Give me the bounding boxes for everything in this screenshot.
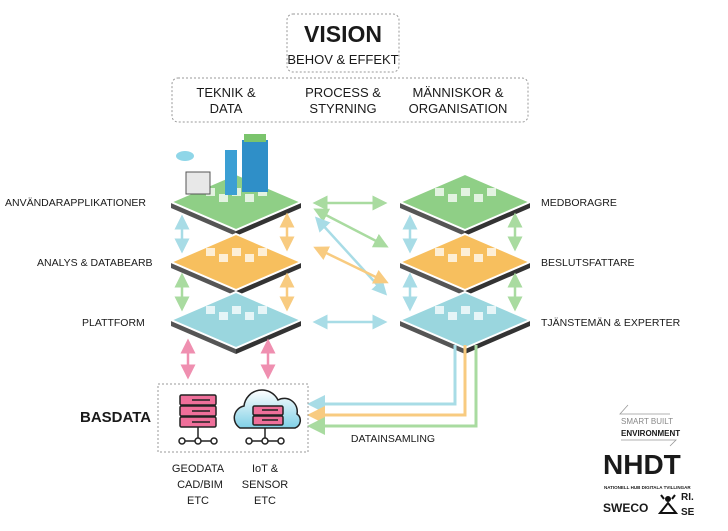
source-geodata-line3: ETC	[187, 495, 209, 507]
column-teknik-line2: DATA	[210, 101, 243, 116]
cloud-server-icon	[233, 389, 301, 445]
column-manniskor-line1: MÄNNISKOR &	[412, 85, 503, 100]
city-buildings-illustration	[176, 134, 268, 195]
nhdt-text: NHDT	[603, 449, 681, 480]
source-iot-line3: ETC	[254, 495, 276, 507]
column-process-line1: PROCESS &	[305, 85, 381, 100]
rise-logo: RI. SE	[657, 492, 695, 518]
vision-title: VISION	[304, 21, 382, 47]
source-geodata-line1: GEODATA	[172, 463, 225, 475]
rise-text-2: SE	[681, 507, 695, 518]
tile-tjanstemän	[397, 290, 533, 354]
platform-basdata-arrows	[180, 338, 276, 380]
tile-medborgare	[397, 172, 533, 236]
columns-box: TEKNIK & DATA PROCESS & STYRNING MÄNNISK…	[171, 77, 529, 123]
source-geodata-line2: CAD/BIM	[177, 479, 223, 491]
label-analys: ANALYS & DATABEARB	[37, 257, 153, 269]
layer-arrows	[174, 212, 523, 312]
tile-plattform	[168, 290, 304, 354]
tile-beslutsfattare	[397, 232, 533, 296]
column-teknik-line1: TEKNIK &	[196, 85, 256, 100]
cross-arrows	[312, 195, 389, 330]
datainsamling-lines	[307, 345, 478, 435]
nhdt-subtitle: NATIONELL HUB DIGITALA TVILLINGAR	[604, 485, 691, 490]
source-iot-line2: SENSOR	[242, 479, 289, 491]
column-manniskor-line2: ORGANISATION	[409, 101, 508, 116]
datainsamling-label: DATAINSAMLING	[351, 433, 435, 445]
label-anvandarapplikationer: ANVÄNDARAPPLIKATIONER	[5, 197, 146, 209]
label-medborgare: MEDBORAGRE	[541, 197, 617, 209]
rise-text-1: RI.	[681, 492, 694, 503]
vision-subtitle: BEHOV & EFFEKT	[287, 52, 398, 67]
server-icon	[178, 394, 218, 445]
basdata-label: BASDATA	[80, 409, 151, 426]
label-plattform: PLATTFORM	[82, 317, 145, 329]
smart-built-text: SMART BUILT	[621, 417, 673, 426]
label-beslutsfattare: BESLUTSFATTARE	[541, 257, 635, 269]
column-process-line2: STYRNING	[309, 101, 376, 116]
logos: SMART BUILT ENVIRONMENT NHDT NATIONELL H…	[603, 404, 695, 518]
environment-text: ENVIRONMENT	[621, 429, 680, 438]
label-tjanstemän: TJÄNSTEMÄN & EXPERTER	[541, 317, 681, 329]
vision-box: VISION BEHOV & EFFEKT	[286, 13, 400, 73]
tile-analys	[168, 232, 304, 296]
smart-built-environment-logo: SMART BUILT ENVIRONMENT	[619, 404, 680, 447]
sweco-logo: SWECO	[603, 501, 648, 515]
nhdt-logo: NHDT NATIONELL HUB DIGITALA TVILLINGAR	[603, 449, 691, 490]
source-iot-line1: IoT &	[252, 463, 279, 475]
basdata-box	[157, 383, 309, 453]
